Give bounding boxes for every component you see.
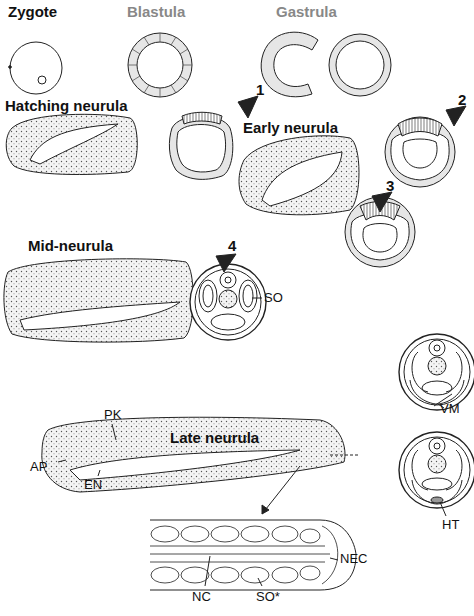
part-label: VM bbox=[440, 402, 460, 415]
part-label: SO bbox=[264, 291, 283, 304]
stage-title: Mid-neurula bbox=[28, 238, 113, 253]
callout-number: 3 bbox=[386, 178, 394, 193]
stage-title: Gastrula bbox=[276, 4, 337, 19]
part-label: EN bbox=[84, 478, 102, 491]
stage-title: Zygote bbox=[8, 4, 57, 19]
part-label: HT bbox=[442, 518, 459, 531]
stage-title: Late neurula bbox=[170, 430, 259, 445]
part-label: SO* bbox=[256, 590, 280, 603]
callout-number: 1 bbox=[256, 82, 264, 97]
part-label: PK bbox=[104, 408, 121, 421]
part-label: NC bbox=[192, 590, 211, 603]
callout-number: 4 bbox=[228, 238, 236, 253]
stage-title: Blastula bbox=[127, 4, 185, 19]
stage-title: Hatching neurula bbox=[5, 98, 128, 113]
callout-number: 2 bbox=[458, 92, 466, 107]
part-label: NEC bbox=[340, 552, 367, 565]
part-label: AP bbox=[30, 460, 47, 473]
stage-title: Early neurula bbox=[243, 120, 338, 135]
